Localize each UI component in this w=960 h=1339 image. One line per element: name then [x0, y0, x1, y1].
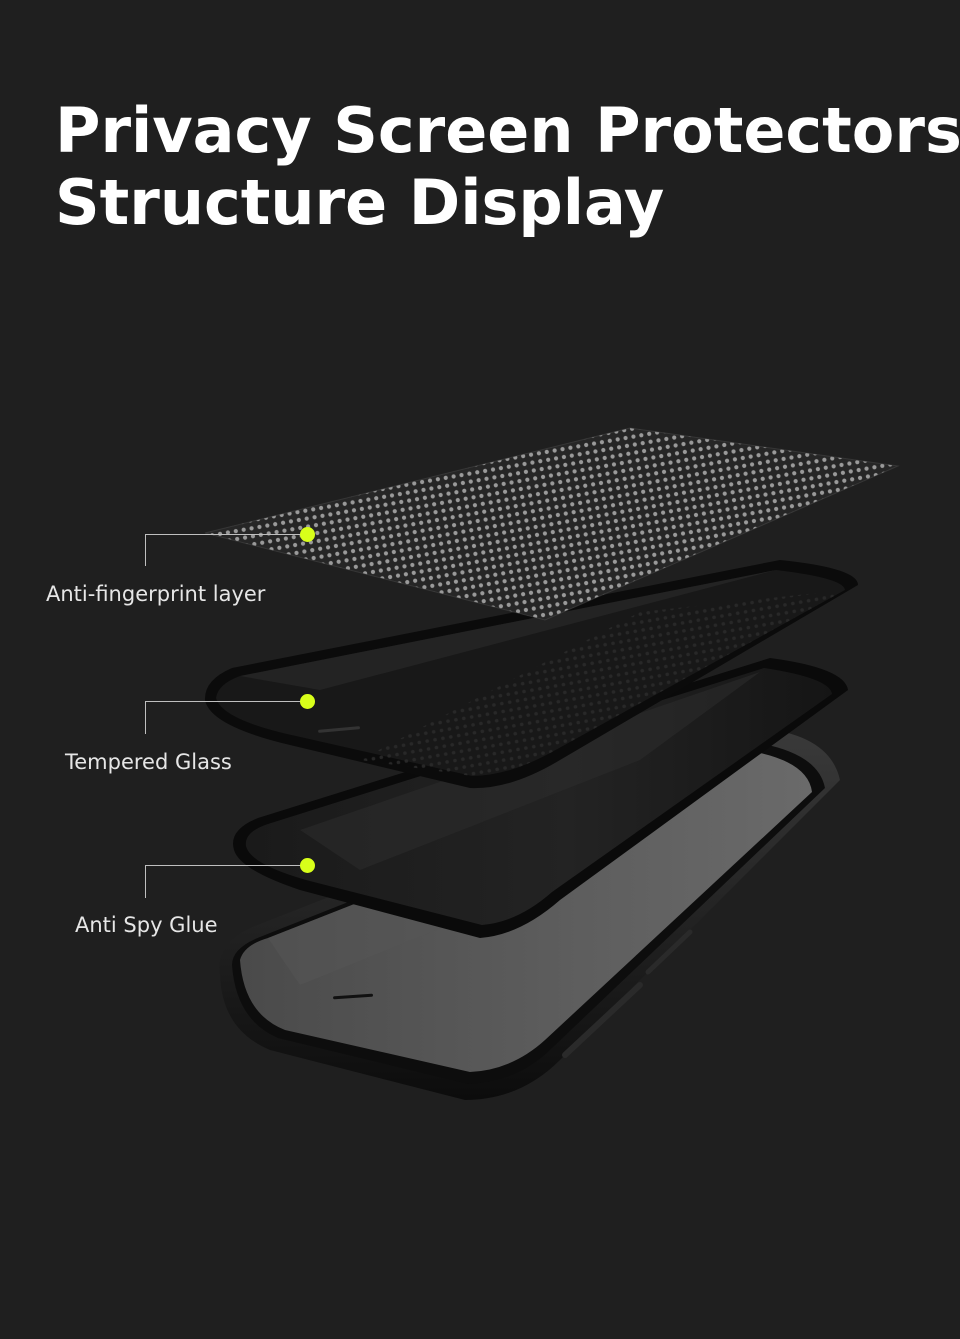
label-anti-fingerprint-layer: Anti-fingerprint layer	[46, 582, 266, 606]
callout-line-3-horizontal	[145, 865, 305, 866]
label-tempered-glass: Tempered Glass	[65, 750, 232, 774]
callout-line-2-vertical	[145, 701, 146, 734]
callout-dot-3	[300, 858, 315, 873]
page-title: Privacy Screen Protectors Structure Disp…	[55, 95, 960, 239]
callout-dot-2	[300, 694, 315, 709]
tempered-glass-layer	[204, 560, 858, 789]
callout-line-2-horizontal	[145, 701, 305, 702]
callout-line-1-vertical	[145, 534, 146, 566]
callout-dot-1	[300, 527, 315, 542]
callout-line-3-vertical	[145, 865, 146, 898]
title-line-1: Privacy Screen Protectors	[55, 94, 960, 167]
label-anti-spy-glue: Anti Spy Glue	[75, 913, 218, 937]
callout-line-1-horizontal	[145, 534, 305, 535]
title-line-2: Structure Display	[55, 166, 665, 239]
anti-fingerprint-layer	[204, 427, 900, 621]
